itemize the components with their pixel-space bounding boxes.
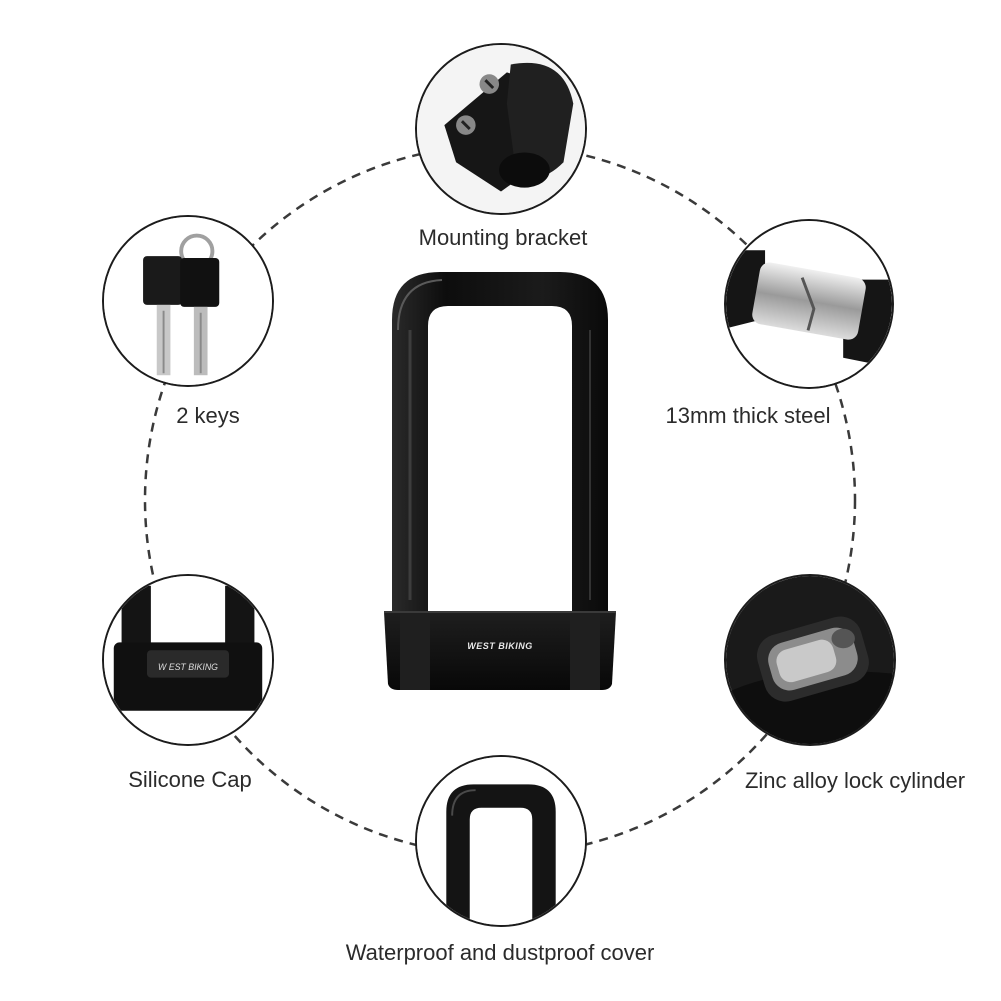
- label-silicone-cap: Silicone Cap: [128, 767, 252, 792]
- steel-image: [724, 219, 894, 389]
- svg-text:W EST BIKING: W EST BIKING: [158, 662, 218, 672]
- label-lock-cylinder: Zinc alloy lock cylinder: [744, 768, 966, 793]
- label-mounting-bracket: Mounting bracket: [418, 225, 588, 250]
- label-steel: 13mm thick steel: [665, 403, 831, 428]
- mounting-bracket-image: [415, 43, 587, 215]
- brand-logo: WEST BIKING: [467, 641, 533, 651]
- keys-image: [102, 215, 274, 387]
- cover-image: [415, 755, 587, 927]
- label-keys: 2 keys: [176, 403, 240, 428]
- lock-cylinder-image: [724, 574, 896, 746]
- label-cover: Waterproof and dustproof cover: [345, 940, 655, 965]
- silicone-cap-image: W EST BIKING: [102, 574, 274, 746]
